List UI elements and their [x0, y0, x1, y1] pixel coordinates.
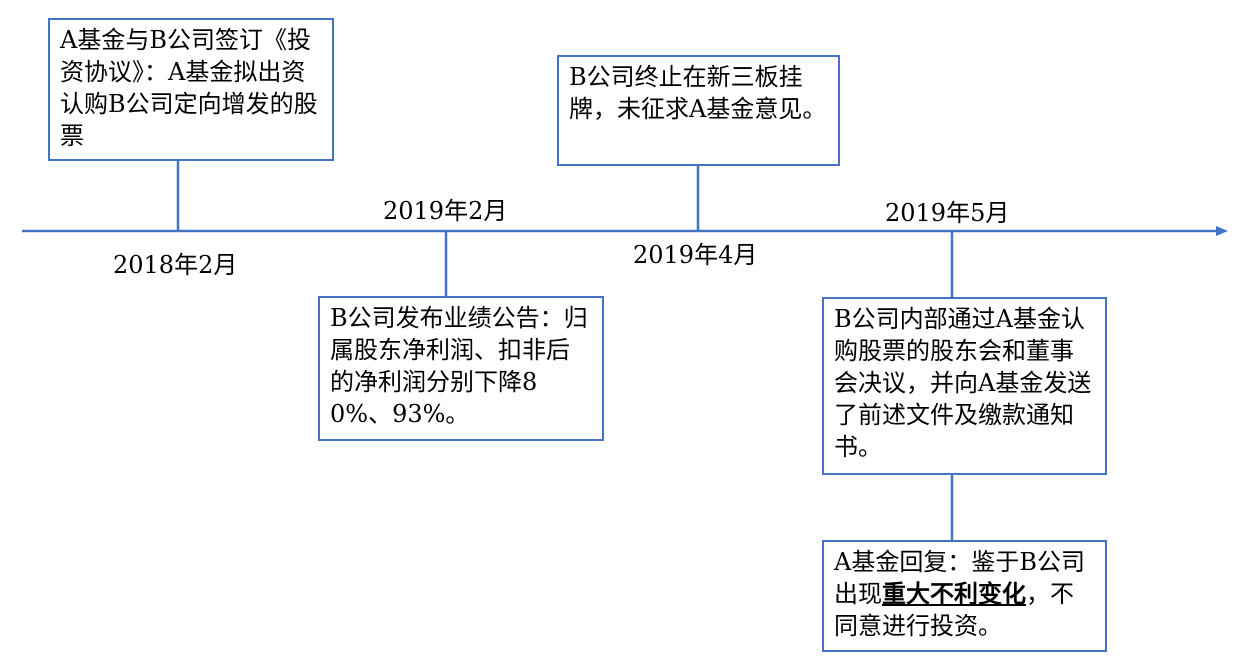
event-box-agreement: A基金与B公司签订《投资协议》：A基金拟出资认购B公司定向增发的股票: [48, 18, 334, 161]
event-text-agreement: A基金与B公司签订《投资协议》：A基金拟出资认购B公司定向增发的股票: [60, 26, 318, 150]
reply-text-after: ，不同意进行投资。: [834, 580, 1074, 640]
event-text-resolution: B公司内部通过A基金认购股票的股东会和董事会决议，并向A基金发送了前述文件及缴款…: [834, 305, 1092, 461]
date-label-2018-02: 2018年2月: [113, 251, 238, 279]
date-label-2019-04: 2019年4月: [633, 241, 758, 269]
event-box-delisting: B公司终止在新三板挂牌，未征求A基金意见。: [557, 55, 840, 166]
event-box-resolution: B公司内部通过A基金认购股票的股东会和董事会决议，并向A基金发送了前述文件及缴款…: [822, 297, 1107, 475]
event-box-earnings-announcement: B公司发布业绩公告：归属股东净利润、扣非后的净利润分别下降80%、93%。: [318, 296, 604, 441]
reply-text-emphasis: 重大不利变化: [882, 579, 1026, 608]
reply-text-before: A基金回复：鉴于B公司出现: [834, 548, 1085, 608]
event-box-reply: A基金回复：鉴于B公司出现重大不利变化，不同意进行投资。: [822, 540, 1107, 652]
event-text-earnings-announcement: B公司发布业绩公告：归属股东净利润、扣非后的净利润分别下降80%、93%。: [330, 304, 588, 428]
date-label-2019-02: 2019年2月: [383, 197, 508, 225]
event-text-delisting: B公司终止在新三板挂牌，未征求A基金意见。: [569, 63, 827, 123]
date-label-2019-05: 2019年5月: [885, 199, 1010, 227]
timeline-arrowhead: [1216, 226, 1228, 236]
